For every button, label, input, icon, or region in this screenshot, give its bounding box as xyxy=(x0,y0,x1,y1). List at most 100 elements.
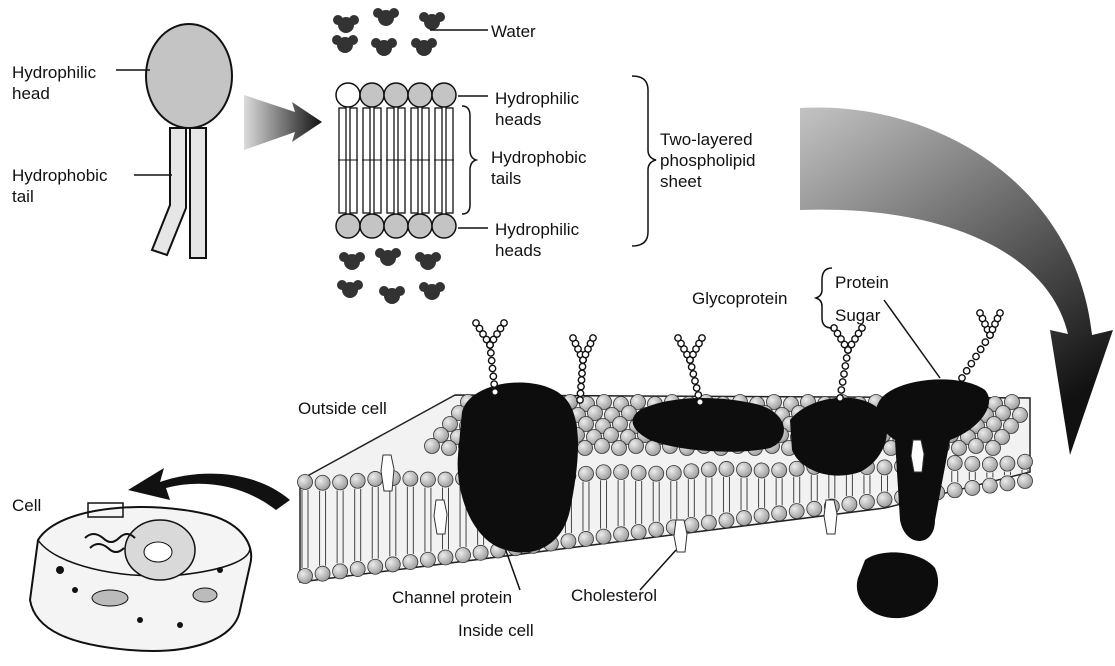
membrane-head xyxy=(952,441,967,456)
sugar-bead xyxy=(697,399,703,405)
sugar-bead xyxy=(837,395,843,401)
sugar-bead xyxy=(570,335,576,341)
membrane-head xyxy=(965,456,980,471)
glycoprotein-label: Glycoprotein xyxy=(692,288,787,309)
arrow-to-cell xyxy=(128,468,290,510)
membrane-head xyxy=(403,471,418,486)
sugar-bead xyxy=(997,310,1003,316)
channel-protein xyxy=(458,382,578,552)
membrane-head xyxy=(612,441,627,456)
bilayer-lipid-pair xyxy=(336,83,360,238)
membrane-head xyxy=(789,504,804,519)
bilayer-head-top xyxy=(384,83,408,107)
sugar-bead xyxy=(690,371,696,377)
cell-drawing xyxy=(30,503,251,651)
sugar-bead xyxy=(590,335,596,341)
sugar-bead xyxy=(699,335,705,341)
channel-protein-label: Channel protein xyxy=(392,587,512,608)
outside-cell-label: Outside cell xyxy=(298,398,387,419)
arrow-to-bilayer xyxy=(244,95,322,150)
sugar-bead xyxy=(977,346,983,352)
sugar-bead xyxy=(577,390,583,396)
membrane-head xyxy=(350,473,365,488)
membrane-head xyxy=(420,552,435,567)
membrane-head xyxy=(578,441,593,456)
membrane-head xyxy=(578,531,593,546)
sugar-bead xyxy=(577,397,583,403)
hydrophobic-tails-label: Hydrophobic tails xyxy=(491,147,586,189)
bilayer-head-bottom xyxy=(384,214,408,238)
membrane-head xyxy=(298,569,313,584)
membrane-head xyxy=(403,555,418,570)
sugar-bead xyxy=(963,368,969,374)
bilayer-head-bottom xyxy=(408,214,432,238)
membrane-head xyxy=(877,460,892,475)
sugar-bead xyxy=(973,353,979,359)
bilayer-head-top xyxy=(432,83,456,107)
membrane-head xyxy=(1018,454,1033,469)
bilayer-lipid-pair xyxy=(432,83,456,238)
bilayer-pointers xyxy=(430,30,656,246)
phospholipid-head xyxy=(146,24,232,128)
water-label: Water xyxy=(491,21,536,42)
sugar-label: Sugar xyxy=(835,305,880,326)
bilayer-lipid-pair xyxy=(360,83,384,238)
membrane-head xyxy=(333,564,348,579)
membrane-head xyxy=(368,471,383,486)
water-molecule xyxy=(375,248,401,266)
phospholipid-tails xyxy=(152,128,206,258)
inside-cell-label: Inside cell xyxy=(458,620,534,641)
two-layered-sheet-label: Two-layered phospholipid sheet xyxy=(660,129,755,192)
membrane-head xyxy=(614,527,629,542)
sugar-bead xyxy=(501,320,507,326)
membrane-head xyxy=(719,513,734,528)
sugar-bead xyxy=(491,381,497,387)
water-molecule xyxy=(379,286,405,304)
membrane-head xyxy=(333,475,348,490)
membrane-head xyxy=(438,472,453,487)
membrane-head xyxy=(986,441,1001,456)
membrane-head xyxy=(754,463,769,478)
sugar-bead xyxy=(959,375,965,381)
membrane-head xyxy=(1018,474,1033,489)
membrane-head xyxy=(772,463,787,478)
bilayer-head-bottom xyxy=(360,214,384,238)
membrane-head xyxy=(368,559,383,574)
sugar-bead xyxy=(688,364,694,370)
phospholipid-molecule xyxy=(116,24,232,258)
cell-label: Cell xyxy=(12,495,41,516)
hydrophilic-head-label: Hydrophilic head xyxy=(12,62,96,104)
membrane-head xyxy=(969,439,984,454)
membrane-head xyxy=(737,462,752,477)
bilayer-head-top xyxy=(360,83,384,107)
water-molecule xyxy=(415,252,441,270)
water-molecule xyxy=(411,38,437,56)
membrane-head xyxy=(947,483,962,498)
membrane-head xyxy=(1000,456,1015,471)
sugar-bead xyxy=(488,357,494,363)
water-molecule xyxy=(373,8,399,26)
sugar-bead xyxy=(982,339,988,345)
membrane-head xyxy=(596,529,611,544)
membrane-head xyxy=(772,506,787,521)
membrane-head xyxy=(947,455,962,470)
water-molecule xyxy=(337,280,363,298)
membrane-head xyxy=(754,508,769,523)
sugar-bead xyxy=(692,378,698,384)
hydrophilic-heads-top-label: Hydrophilic heads xyxy=(495,88,579,130)
bilayer-lipid-pair xyxy=(384,83,408,238)
membrane-head xyxy=(298,475,313,490)
sugar-bead xyxy=(675,335,681,341)
phospholipid-bilayer xyxy=(336,83,456,238)
hydrophilic-heads-bottom-label: Hydrophilic heads xyxy=(495,219,579,261)
membrane-head xyxy=(649,466,664,481)
membrane-head xyxy=(684,464,699,479)
sugar-bead xyxy=(843,355,849,361)
membrane-head xyxy=(807,501,822,516)
inner-protein-lobe xyxy=(857,552,938,618)
sugar-bead xyxy=(841,371,847,377)
membrane-head xyxy=(473,545,488,560)
sugar-bead xyxy=(968,360,974,366)
sugar-bead xyxy=(693,385,699,391)
